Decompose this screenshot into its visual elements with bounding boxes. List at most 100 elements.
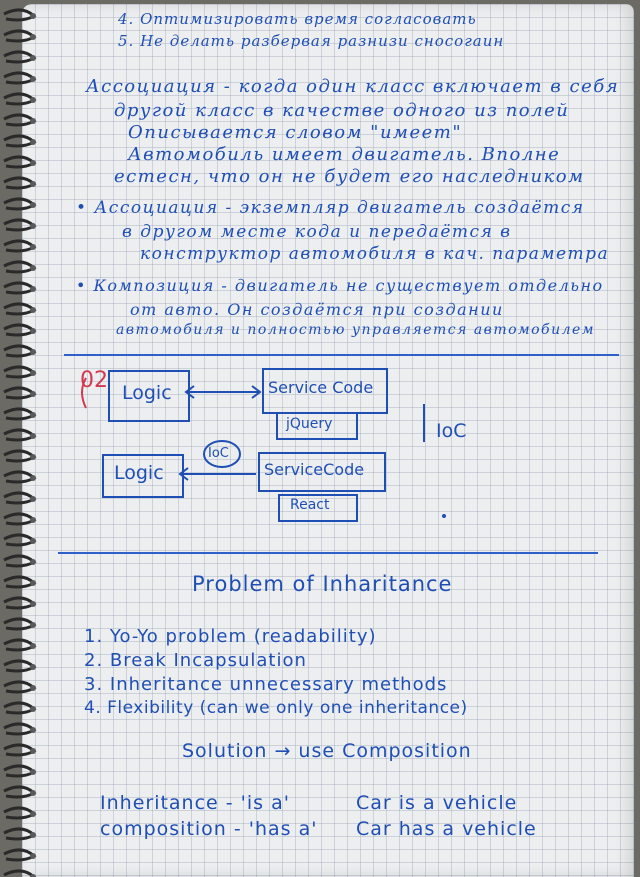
spiral-ring [3, 260, 37, 274]
spiral-hole [30, 790, 36, 796]
spiral-hole [30, 475, 36, 481]
ioc-bubble-label: IoC [208, 446, 229, 461]
spiral-ring [3, 659, 37, 673]
spiral-ring [3, 701, 37, 715]
spiral-hole [30, 664, 36, 670]
service-code-box-2-label: ServiceCode [264, 460, 365, 479]
spiral-ring [3, 323, 37, 337]
solution-line: Solution → use Composition [182, 740, 472, 762]
spiral-ring [3, 785, 37, 799]
spiral-hole [30, 580, 36, 586]
spiral-ring [3, 722, 37, 736]
bullet-association-line-1: • Ассоциация - экземпляр двигатель созда… [76, 198, 585, 218]
spiral-hole [30, 13, 36, 19]
jquery-box-label: jQuery [286, 416, 333, 432]
spiral-ring [3, 218, 37, 232]
bullet-composition-line-2: от авто. Он создаётся при создании [130, 300, 504, 319]
spiral-hole [30, 643, 36, 649]
spiral-hole [30, 454, 36, 460]
spiral-hole [30, 622, 36, 628]
spiral-ring [3, 575, 37, 589]
spiral-ring [3, 407, 37, 421]
spiral-hole [30, 349, 36, 355]
spiral-ring [3, 239, 37, 253]
spiral-ring [3, 281, 37, 295]
red-marker-label: 02 [80, 368, 108, 393]
spiral-hole [30, 370, 36, 376]
association-line-5: естесн, что он не будет его наследником [114, 166, 585, 187]
ioc-label: IoC [436, 420, 467, 442]
spiral-ring [3, 344, 37, 358]
spiral-ring [3, 92, 37, 106]
spiral-hole [30, 97, 36, 103]
notebook-page [22, 4, 634, 877]
comparison-term-composition: composition - 'has a' [100, 818, 318, 840]
spiral-hole [30, 706, 36, 712]
note-line-4: 4. Оптимизировать время согласовать [118, 10, 477, 28]
spiral-binding [3, 8, 37, 877]
spiral-ring [3, 50, 37, 64]
spiral-hole [30, 244, 36, 250]
spiral-hole [30, 853, 36, 859]
spiral-hole [30, 496, 36, 502]
association-line-3: Описывается словом "имеет" [128, 122, 463, 143]
spiral-hole [30, 601, 36, 607]
spiral-ring [3, 365, 37, 379]
react-box-label: React [290, 497, 330, 513]
spiral-ring [3, 869, 37, 877]
spiral-hole [30, 685, 36, 691]
spiral-ring [3, 764, 37, 778]
logic-box-2-label: Logic [114, 462, 164, 484]
spiral-hole [30, 559, 36, 565]
spiral-hole [30, 328, 36, 334]
divider-line [64, 354, 619, 356]
spiral-ring [3, 617, 37, 631]
bullet-association-line-3: конструктор автомобиля в кач. параметра [140, 244, 610, 264]
spiral-hole [30, 265, 36, 271]
bullet-composition-line-1: • Композиция - двигатель не существует о… [76, 276, 604, 295]
bullet-composition-line-3: автомобиля и полностью управляется автом… [116, 322, 595, 338]
spiral-hole [30, 874, 36, 877]
spiral-hole [30, 34, 36, 40]
spiral-hole [30, 223, 36, 229]
problem-item-1: 1. Yo-Yo problem (readability) [84, 626, 377, 647]
comparison-term-inheritance: Inheritance - 'is a' [100, 792, 290, 814]
association-line-4: Автомобиль имеет двигатель. Вполне [128, 144, 561, 165]
spiral-hole [30, 832, 36, 838]
logic-box-1-label: Logic [122, 382, 172, 404]
spiral-hole [30, 811, 36, 817]
spiral-ring [3, 449, 37, 463]
association-line-2: другой класс в качестве одного из полей [114, 100, 570, 121]
spiral-hole [30, 769, 36, 775]
spiral-ring [3, 806, 37, 820]
spiral-hole [30, 433, 36, 439]
spiral-hole [30, 118, 36, 124]
spiral-ring [3, 470, 37, 484]
spiral-ring [3, 113, 37, 127]
jquery-box [276, 412, 358, 440]
spiral-hole [30, 538, 36, 544]
divider-line-2 [58, 552, 598, 554]
problem-item-2: 2. Break Incapsulation [84, 650, 307, 671]
spiral-ring [3, 197, 37, 211]
spiral-hole [30, 55, 36, 61]
spiral-ring [3, 533, 37, 547]
bullet-association-line-2: в другом месте кода и передаётся в [122, 222, 512, 242]
spiral-ring [3, 29, 37, 43]
spiral-ring [3, 596, 37, 610]
spiral-hole [30, 391, 36, 397]
spiral-hole [30, 517, 36, 523]
note-line-5: 5. Не делать разбервая разнизи сносогаин [118, 32, 505, 50]
problem-item-3: 3. Inheritance unnecessary methods [84, 674, 448, 695]
spiral-hole [30, 76, 36, 82]
association-line-1: Ассоциация - когда один класс включает в… [86, 76, 620, 97]
spiral-ring [3, 71, 37, 85]
spiral-hole [30, 307, 36, 313]
spiral-hole [30, 286, 36, 292]
comparison-example-composition: Car has a vehicle [356, 818, 537, 840]
spiral-ring [3, 638, 37, 652]
problem-title: Problem of Inharitance [192, 572, 453, 596]
comparison-example-inheritance: Car is a vehicle [356, 792, 518, 814]
spiral-hole [30, 748, 36, 754]
spiral-ring [3, 848, 37, 862]
